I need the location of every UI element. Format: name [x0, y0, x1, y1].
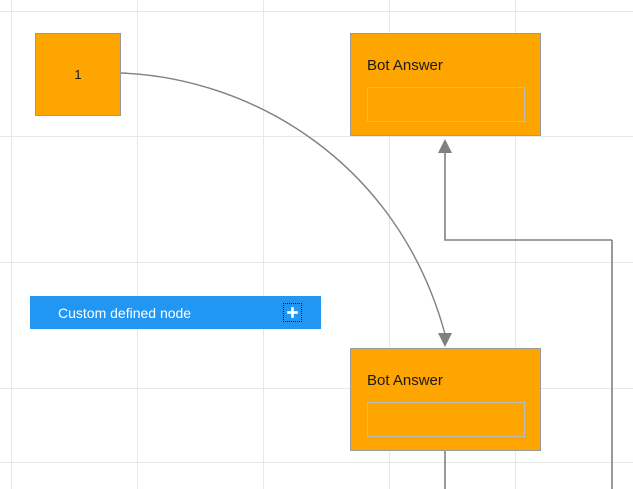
custom-defined-node-bar[interactable]: Custom defined node [30, 296, 321, 329]
grid-line-horizontal [0, 462, 633, 463]
bot-answer-node-top[interactable]: Bot Answer [350, 33, 541, 136]
grid-line-vertical [515, 0, 516, 489]
grid-line-horizontal [0, 136, 633, 137]
bot-answer-title: Bot Answer [367, 57, 443, 74]
bot-answer-node-bottom[interactable]: Bot Answer [350, 348, 541, 451]
grid-line-horizontal [0, 388, 633, 389]
start-node[interactable]: 1 [35, 33, 121, 116]
start-node-label: 1 [74, 67, 82, 82]
bot-answer-title: Bot Answer [367, 372, 443, 389]
plus-icon[interactable] [283, 303, 302, 322]
grid-line-vertical [263, 0, 264, 489]
grid-line-horizontal [0, 262, 633, 263]
bot-answer-slot[interactable] [367, 87, 525, 122]
grid-line-vertical [11, 0, 12, 489]
grid-line-vertical [137, 0, 138, 489]
bot-answer-slot[interactable] [367, 402, 525, 437]
custom-defined-node-label: Custom defined node [58, 304, 192, 321]
grid-line-horizontal [0, 11, 633, 12]
